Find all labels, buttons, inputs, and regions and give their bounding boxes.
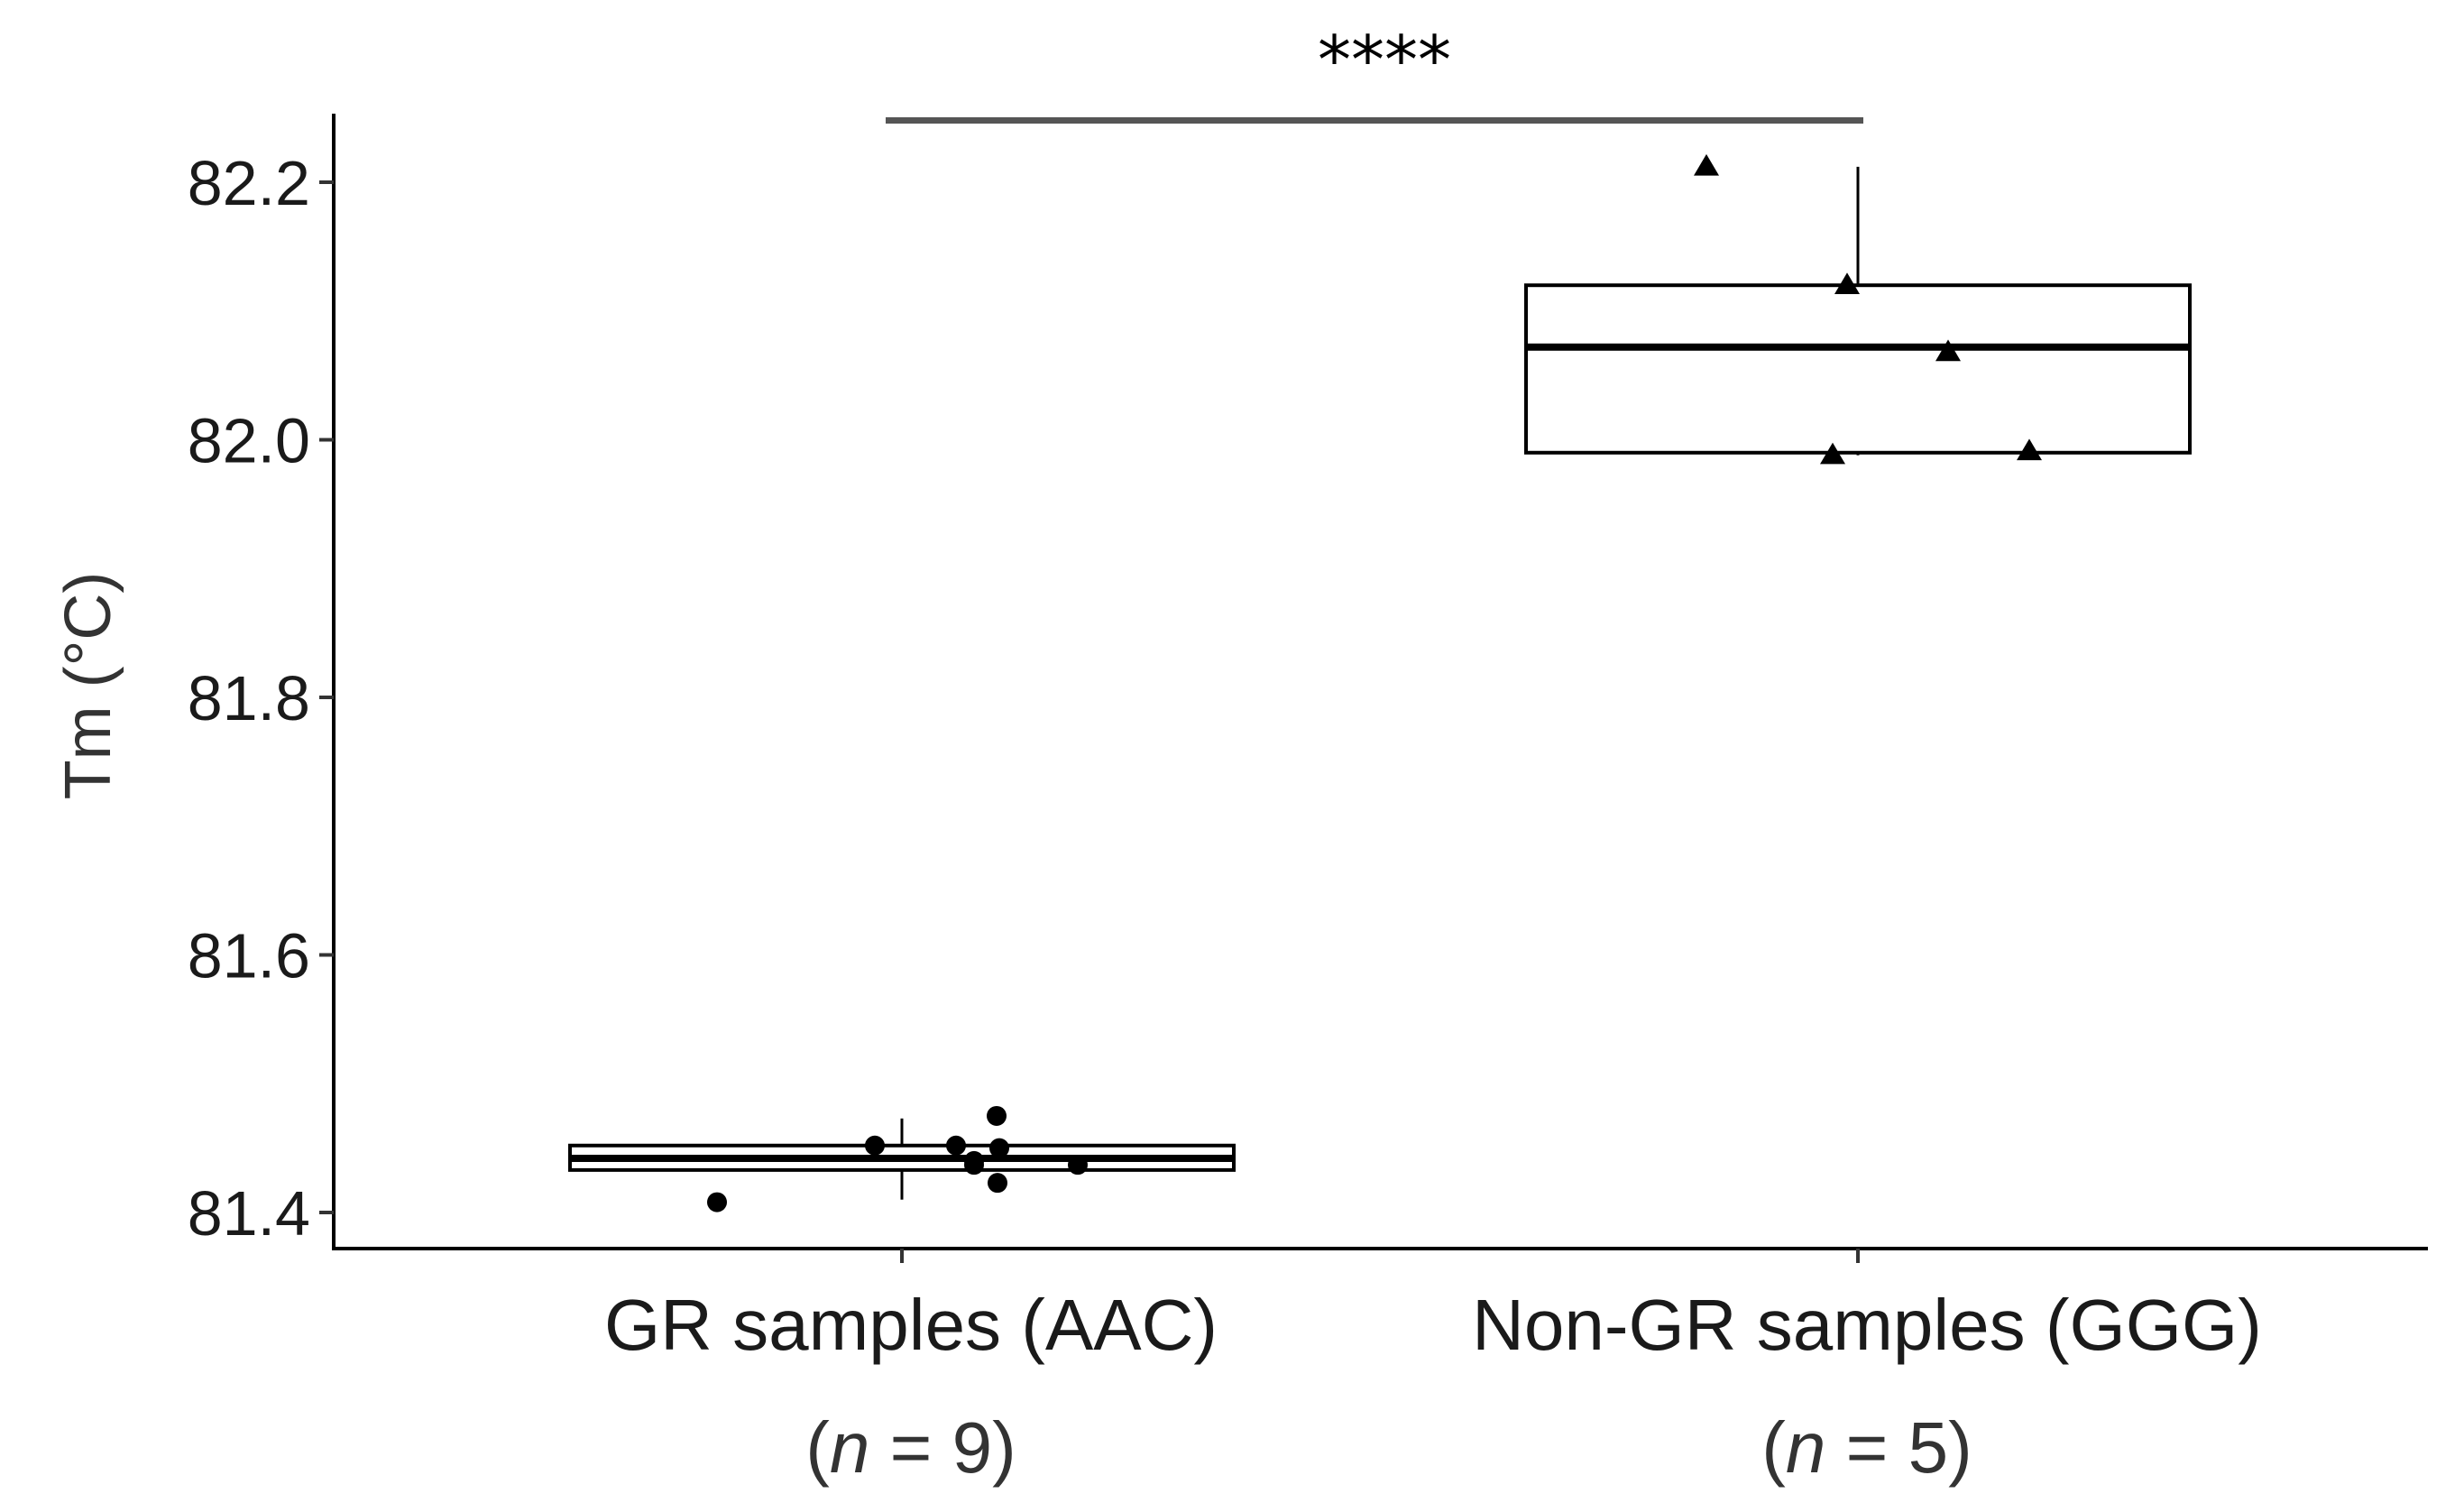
data-point: [1834, 272, 1860, 294]
y-tick-label: 82.0: [188, 406, 310, 476]
x-category-label: Non-GR samples (GGG): [1472, 1285, 2262, 1365]
data-point: [988, 1173, 1007, 1194]
x-category-label: GR samples (AAC): [604, 1285, 1218, 1365]
data-point: [1694, 153, 1719, 176]
sample-size-label: (n = 5): [1761, 1407, 1972, 1488]
data-point: [1820, 442, 1845, 465]
y-tick-label: 81.4: [188, 1178, 310, 1249]
y-tick-label: 81.8: [188, 663, 310, 733]
y-tick-label: 81.6: [188, 921, 310, 991]
data-point: [964, 1150, 984, 1171]
n-value: = 9): [869, 1407, 1016, 1488]
data-point: [1068, 1155, 1088, 1175]
data-point: [989, 1138, 1009, 1158]
n-open: (: [1761, 1407, 1786, 1488]
significance-label: ****: [1318, 22, 1451, 99]
n-open: (: [805, 1407, 830, 1488]
box: [1524, 283, 2192, 455]
sample-size-label: (n = 9): [805, 1407, 1016, 1488]
n-value: = 5): [1825, 1407, 1972, 1488]
n-symbol: n: [830, 1407, 870, 1488]
data-point: [1935, 339, 1961, 362]
data-point: [2017, 438, 2042, 461]
data-point: [946, 1135, 966, 1156]
n-symbol: n: [1786, 1407, 1826, 1488]
data-point: [987, 1105, 1007, 1126]
y-axis-title: Tm (°C): [52, 572, 124, 800]
plot-area: 81.481.681.882.082.2GR samples (AAC)(n =…: [188, 114, 2428, 1488]
y-tick-label: 82.2: [188, 148, 310, 218]
data-point: [865, 1135, 885, 1156]
data-point: [707, 1192, 727, 1212]
